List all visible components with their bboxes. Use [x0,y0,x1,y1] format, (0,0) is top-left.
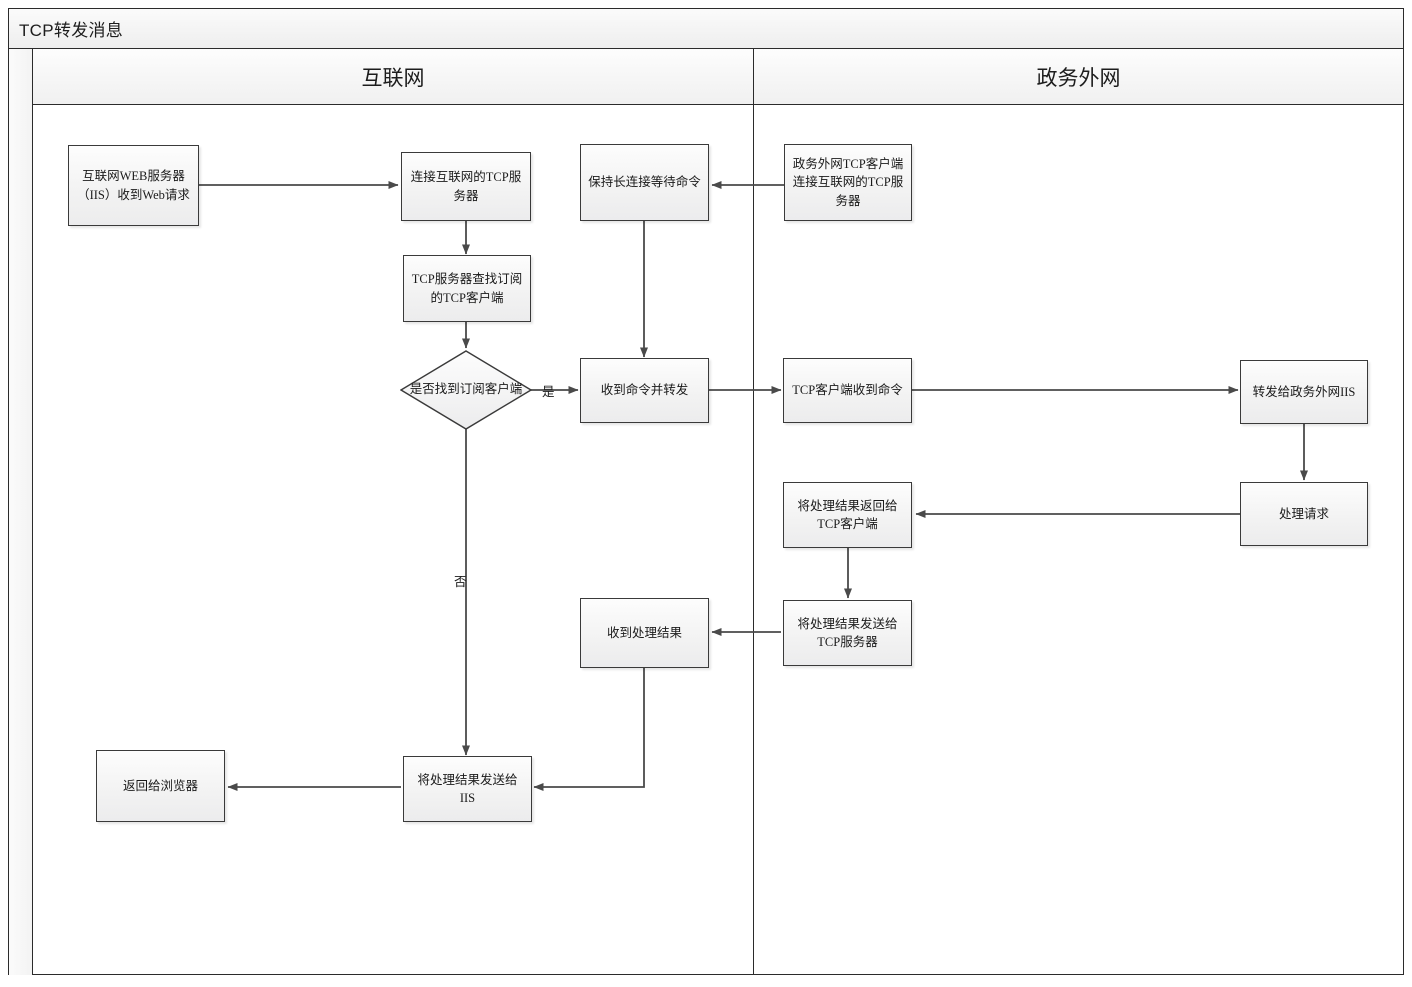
node-label: TCP客户端收到命令 [792,383,903,398]
node-label: 处理请求 [1278,506,1329,521]
node-label: 收到命令并转发 [600,383,689,398]
node-process-request[interactable]: 处理请求 [1240,482,1368,546]
edge-label-yes: 是 [542,385,555,399]
node-send-result-to-iis[interactable]: 将处理结果发送给IIS [403,756,532,822]
node-label: 将处理结果发送给TCP服务器 [797,616,898,649]
lane-header-govnet: 政务外网 [754,49,1403,105]
lane-govnet: 政务外网 [754,49,1403,975]
node-return-result-to-tcp-client[interactable]: 将处理结果返回给TCP客户端 [783,482,912,548]
node-received-process-result[interactable]: 收到处理结果 [580,598,709,668]
node-label: 收到处理结果 [606,625,682,640]
node-label: 保持长连接等待命令 [588,175,701,190]
node-decision-found-subscribed-client[interactable]: 是否找到订阅客户端 [400,350,532,430]
lane-internet: 互联网 [33,49,754,975]
edge-label-no: 否 [454,575,467,589]
node-connect-internet-tcp-server[interactable]: 连接互联网的TCP服务器 [401,152,531,221]
node-label: 将处理结果发送给IIS [417,772,518,805]
lane-header-internet: 互联网 [33,49,753,105]
node-tcp-client-received-command[interactable]: TCP客户端收到命令 [783,358,912,423]
node-receive-and-forward-command[interactable]: 收到命令并转发 [580,358,709,423]
pool-header-column [9,49,33,975]
node-label: 互联网WEB服务器（IIS）收到Web请求 [77,169,190,202]
node-label: TCP服务器查找订阅的TCP客户端 [411,272,523,305]
node-web-server-receives-request[interactable]: 互联网WEB服务器（IIS）收到Web请求 [68,145,199,226]
node-label: 连接互联网的TCP服务器 [410,170,522,203]
node-send-result-to-tcp-server[interactable]: 将处理结果发送给TCP服务器 [783,600,912,666]
node-label: 返回给浏览器 [122,778,198,793]
node-tcp-server-find-subscribed-client[interactable]: TCP服务器查找订阅的TCP客户端 [403,255,531,322]
node-keep-long-connection-wait-command[interactable]: 保持长连接等待命令 [580,144,709,221]
node-label: 是否找到订阅客户端 [409,382,523,397]
node-label: 政务外网TCP客户端连接互联网的TCP服务器 [792,157,904,208]
node-return-to-browser[interactable]: 返回给浏览器 [96,750,225,822]
diagram-title: TCP转发消息 [9,9,1403,49]
node-forward-to-govnet-iis[interactable]: 转发给政务外网IIS [1240,360,1368,424]
node-govnet-tcp-client-connects[interactable]: 政务外网TCP客户端连接互联网的TCP服务器 [784,144,912,221]
node-label: 将处理结果返回给TCP客户端 [797,498,898,531]
node-label: 转发给政务外网IIS [1252,384,1356,399]
